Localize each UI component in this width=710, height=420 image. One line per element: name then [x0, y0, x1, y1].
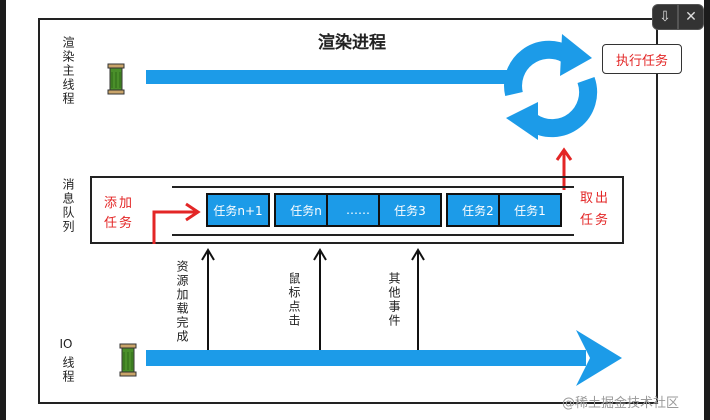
event-arrow-other [411, 248, 425, 352]
download-button[interactable]: ⇩ [652, 4, 678, 30]
exec-task-label: 执行任务 [615, 53, 668, 69]
task-cell: 任务n+1 [206, 193, 270, 227]
task-queue: 任务n+1 任务n …… 任务3 任务2 任务1 [206, 193, 562, 227]
task-cell: 任务1 [498, 193, 562, 227]
diagram-title: 渲染进程 [318, 33, 386, 53]
main-thread-label: 渲染主线程 [61, 36, 75, 106]
take-out-arrow [555, 147, 573, 190]
io-thread-label-line1: IO [59, 337, 73, 351]
message-queue-box [90, 176, 624, 244]
io-thread-label: IO [56, 336, 76, 352]
event-loop-cycle-icon [504, 34, 598, 140]
queue-rail-bottom [172, 234, 574, 236]
event-label-other: 其他事件 [387, 272, 401, 328]
close-button[interactable]: ✕ [678, 4, 704, 30]
event-arrow-mouse-click [313, 248, 327, 352]
thread-spool-icon [119, 343, 137, 377]
message-queue-label: 消息队列 [61, 178, 75, 234]
add-task-label: 添加任务 [104, 196, 135, 231]
io-thread-arrow [146, 330, 622, 386]
download-icon: ⇩ [659, 9, 671, 25]
exec-task-callout: 执行任务 [602, 44, 682, 74]
watermark: @稀土掘金技术社区 [562, 396, 680, 411]
event-label-mouse-click: 鼠标点击 [287, 272, 301, 328]
diagram-card: 渲染进程 渲染主线程 执行任务 消息队列 添加任务 [6, 0, 704, 420]
event-label-resource-loaded: 资源加载完成 [175, 260, 189, 344]
event-arrow-resource-loaded [201, 248, 215, 352]
io-thread-label-line2: 线程 [61, 356, 75, 384]
main-thread-bar [146, 70, 516, 84]
queue-rail-top [172, 186, 574, 188]
close-icon: ✕ [685, 9, 697, 25]
add-task-arrow [152, 202, 201, 244]
task-cell: 任务3 [378, 193, 442, 227]
render-process-frame [38, 18, 658, 404]
thread-spool-icon [107, 63, 125, 95]
take-out-label: 取出任务 [580, 191, 611, 228]
